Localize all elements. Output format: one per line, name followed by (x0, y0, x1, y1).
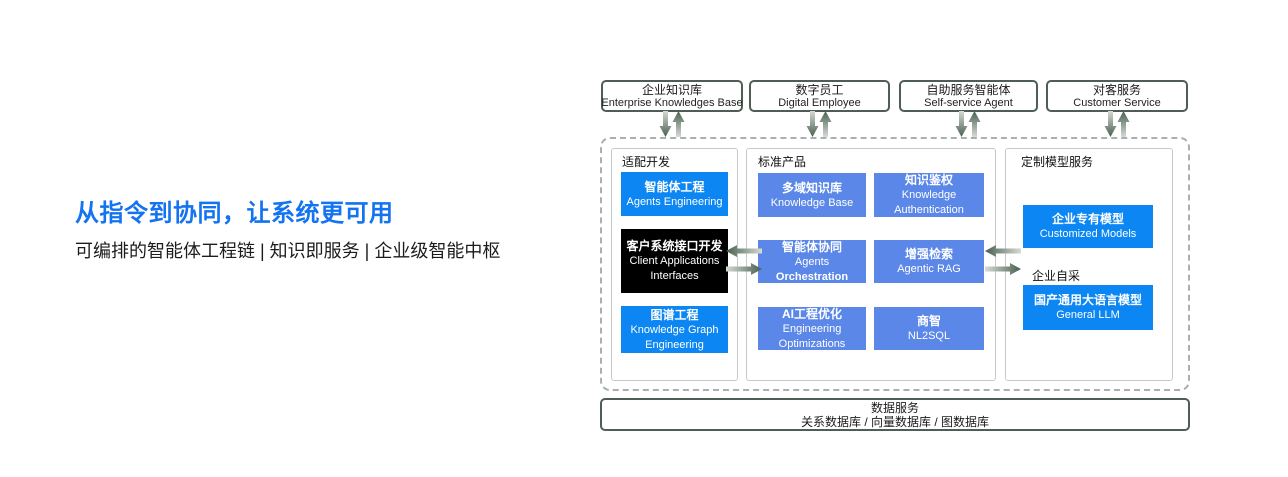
service-en-label: Customer Service (1073, 97, 1161, 109)
down-arrow-icon (806, 111, 819, 137)
node-en-label: Agentic RAG (897, 263, 961, 275)
node-engineering-optimizations: AI工程优化 Engineering Optimizations (758, 307, 866, 350)
service-cn-label: 对客服务 (1092, 83, 1141, 97)
data-services-databases: 关系数据库 / 向量数据库 / 图数据库 (800, 414, 989, 429)
panel-custom-model-services: 定制模型服务 企业专有模型 Customized Models 企业自采 国产通… (1005, 148, 1173, 381)
updown-arrow-icon (955, 111, 981, 137)
node-nl2sql: 商智 NL2SQL (874, 307, 984, 350)
panel-standard-products: 标准产品 多域知识库 Knowledge Base 知识鉴权 Knowledge… (746, 148, 996, 381)
hero-section: 从指令到协同，让系统更可用 可编排的智能体工程链 | 知识即服务 | 企业级智能… (75, 200, 500, 262)
service-en-label: Digital Employee (778, 97, 861, 109)
page-title: 从指令到协同，让系统更可用 (75, 200, 394, 227)
node-agents-engineering: 智能体工程 Agents Engineering (621, 172, 728, 216)
panel-title: 定制模型服务 (1021, 155, 1094, 169)
node-cn-label: AI工程优化 (781, 306, 842, 321)
node-cn-label: 商智 (916, 314, 941, 328)
node-cn-label: 知识鉴权 (904, 173, 953, 187)
platform-dashed-container (600, 137, 1190, 391)
panel-title: 标准产品 (758, 155, 807, 169)
node-en-label: Agents (794, 255, 830, 268)
node-en-label: Engineering Optimizations (778, 322, 846, 350)
top-box-digital-employee: 数字员工 Digital Employee (749, 80, 890, 112)
node-en-bold-label: Orchestration (775, 270, 849, 283)
data-services-bar: 数据服务 关系数据库 / 向量数据库 / 图数据库 (600, 398, 1190, 431)
node-cn-label: 增强检索 (904, 247, 953, 261)
node-en-label: NL2SQL (907, 330, 951, 342)
right-arrow-icon (726, 263, 762, 275)
updown-arrow-icon (659, 111, 685, 137)
right-arrow-icon (985, 263, 1021, 275)
node-cn-label: 企业专有模型 (1051, 212, 1124, 226)
node-cn-label: 国产通用大语言模型 (1033, 293, 1142, 307)
node-cn-label: 智能体工程 (644, 179, 705, 194)
node-cn-label: 多域知识库 (781, 180, 842, 195)
node-knowledge-graph-engineering: 图谱工程 Knowledge Graph Engineering (621, 306, 728, 353)
panel-adaptation-development: 适配开发 智能体工程 Agents Engineering 客户系统接口开发 C… (611, 148, 738, 381)
updown-arrow-icon (1104, 111, 1130, 137)
left-arrow-icon (726, 245, 762, 257)
node-en-label: Customized Models (1039, 228, 1137, 240)
panel-title: 适配开发 (622, 155, 671, 169)
leftright-arrow-icon (726, 245, 762, 275)
node-en-label: Client Applications Interfaces (629, 255, 720, 282)
node-general-llm: 国产通用大语言模型 General LLM (1023, 285, 1153, 330)
leftright-arrow-icon (985, 245, 1021, 275)
service-cn-label: 企业知识库 (641, 83, 702, 97)
node-en-label: Knowledge Base (770, 196, 854, 209)
node-cn-label: 图谱工程 (650, 307, 699, 322)
node-en-label: Knowledge Authentication (894, 189, 964, 216)
service-en-label: Self-service Agent (924, 97, 1013, 109)
up-arrow-icon (968, 111, 981, 137)
down-arrow-icon (955, 111, 968, 137)
node-customized-models: 企业专有模型 Customized Models (1023, 205, 1153, 248)
node-en-label: Agents Engineering (626, 195, 723, 208)
down-arrow-icon (659, 111, 672, 137)
service-cn-label: 数字员工 (795, 83, 844, 97)
service-en-label: Enterprise Knowledges Base (601, 97, 743, 109)
self-sourced-label: 企业自采 (1032, 269, 1081, 283)
top-box-enterprise-knowledge-base: 企业知识库 Enterprise Knowledges Base (601, 80, 743, 112)
up-arrow-icon (672, 111, 685, 137)
page-subtitle: 可编排的智能体工程链 | 知识即服务 | 企业级智能中枢 (75, 241, 501, 261)
up-arrow-icon (1117, 111, 1130, 137)
node-en-label: Knowledge Graph Engineering (630, 323, 719, 351)
service-cn-label: 自助服务智能体 (926, 83, 1011, 97)
node-cn-label: 智能体协同 (781, 239, 842, 254)
left-arrow-icon (985, 245, 1021, 257)
up-arrow-icon (819, 111, 832, 137)
node-cn-label: 客户系统接口开发 (626, 239, 723, 253)
node-agentic-rag: 增强检索 Agentic RAG (874, 240, 984, 283)
top-box-self-service-agent: 自助服务智能体 Self-service Agent (899, 80, 1038, 112)
down-arrow-icon (1104, 111, 1117, 137)
node-agents-orchestration: 智能体协同 Agents Orchestration (758, 240, 866, 283)
data-services-title: 数据服务 (870, 400, 919, 415)
node-knowledge-authentication: 知识鉴权 Knowledge Authentication (874, 173, 984, 217)
node-knowledge-base: 多域知识库 Knowledge Base (758, 173, 866, 217)
node-client-applications-interfaces: 客户系统接口开发 Client Applications Interfaces (621, 229, 728, 293)
updown-arrow-icon (806, 111, 832, 137)
node-en-label: General LLM (1056, 309, 1120, 321)
top-box-customer-service: 对客服务 Customer Service (1046, 80, 1188, 112)
